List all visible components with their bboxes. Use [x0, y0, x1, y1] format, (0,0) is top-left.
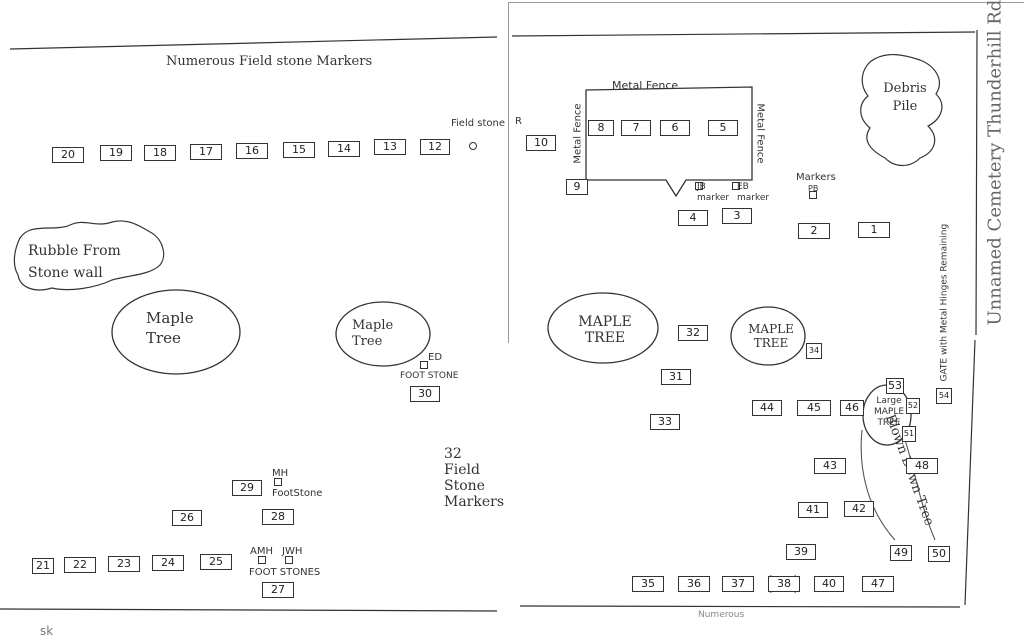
plot-39: 39	[786, 544, 816, 560]
fieldstone-marker	[469, 142, 477, 150]
plot-25: 25	[200, 554, 232, 570]
plot-28: 28	[262, 509, 294, 525]
plot-17: 17	[190, 144, 222, 160]
plot-41: 41	[798, 502, 828, 518]
footstone-label-2: FootStone	[272, 488, 323, 499]
plot-19: 19	[100, 145, 132, 161]
metal-fence-top: Metal Fence	[612, 79, 679, 92]
jb-marker-label: JB marker	[697, 182, 730, 203]
plot-34: 34	[806, 343, 822, 359]
plot-5: 5	[708, 120, 738, 136]
plot-32: 32	[678, 325, 708, 341]
eb-marker-square	[732, 182, 740, 190]
plot-48: 48	[906, 458, 938, 474]
plot-15: 15	[283, 142, 315, 158]
side-title: Unnamed Cemetery Thunderhill Rd	[984, 0, 1006, 326]
plot-37: 37	[722, 576, 754, 592]
clipped-r: R	[515, 116, 522, 127]
amh-marker	[258, 556, 266, 564]
plot-4: 4	[678, 210, 708, 226]
plot-53: 53	[886, 378, 904, 394]
markers-label: Markers	[796, 172, 836, 183]
plot-24: 24	[152, 555, 184, 571]
maple-tree-3: MAPLE TREE	[578, 314, 632, 346]
corner-mark: sk	[40, 624, 54, 638]
plot-46: 46	[840, 400, 864, 416]
mh-label: MH	[272, 468, 289, 479]
plot-35: 35	[632, 576, 664, 592]
plot-54: 54	[936, 388, 952, 404]
ed-label: ED	[428, 352, 443, 363]
plot-30: 30	[410, 386, 440, 402]
large-maple-label: Large MAPLE TREE	[873, 396, 905, 428]
footstones-label-3: FOOT STONES	[249, 567, 321, 578]
fieldstone-label: Field stone	[451, 118, 505, 129]
plot-31: 31	[661, 369, 691, 385]
plot-9: 9	[566, 179, 588, 195]
maple-tree-4: MAPLE TREE	[748, 322, 794, 350]
plot-23: 23	[108, 556, 140, 572]
mh-marker	[274, 478, 282, 486]
plot-33: 33	[650, 414, 680, 430]
jwh-marker	[285, 556, 293, 564]
plot-1: 1	[858, 222, 890, 238]
jwh-label: JWH	[282, 546, 303, 557]
pb-label: PB	[808, 184, 819, 193]
plot-43: 43	[814, 458, 846, 474]
plot-49: 49	[890, 545, 912, 561]
metal-fence-left: Metal Fence	[572, 103, 584, 164]
plot-44: 44	[752, 400, 782, 416]
ed-marker	[420, 361, 428, 369]
jb-marker-square	[695, 182, 703, 190]
plot-7: 7	[621, 120, 651, 136]
header-numerous-markers: Numerous Field stone Markers	[166, 54, 373, 69]
plot-22: 22	[64, 557, 96, 573]
plot-52: 52	[906, 398, 920, 414]
metal-fence-right: Metal Fence	[754, 103, 766, 164]
amh-label: AMH	[250, 546, 273, 557]
plot-42: 42	[844, 501, 874, 517]
plot-26: 26	[172, 510, 202, 526]
plot-16: 16	[236, 143, 268, 159]
maple-tree-2: Maple Tree	[352, 318, 394, 349]
debris-pile-label: Debris Pile	[883, 81, 927, 114]
pb-marker	[809, 191, 817, 199]
plot-2: 2	[798, 223, 830, 239]
plot-45: 45	[797, 400, 831, 416]
plot-50: 50	[928, 546, 950, 562]
left-upper-sheet	[0, 28, 500, 348]
plot-14: 14	[328, 141, 360, 157]
plot-3: 3	[722, 208, 752, 224]
eb-marker-label: EB marker	[737, 182, 770, 203]
footstone-label-1: FOOT STONE	[400, 371, 459, 381]
plot-36: 36	[678, 576, 710, 592]
plot-10: 10	[526, 135, 556, 151]
plot-27: 27	[262, 582, 294, 598]
plot-29: 29	[232, 480, 262, 496]
plot-13: 13	[374, 139, 406, 155]
plot-8: 8	[588, 120, 614, 136]
plot-12: 12	[420, 139, 450, 155]
plot-40: 40	[814, 576, 844, 592]
plot-6: 6	[660, 120, 690, 136]
plot-20: 20	[52, 147, 84, 163]
plot-21: 21	[32, 558, 54, 574]
plot-38: 38	[768, 576, 800, 592]
rubble-label: Rubble From Stone wall	[28, 243, 121, 281]
gate-label: GATE with Metal Hinges Remaining	[939, 223, 950, 382]
field-stone-markers-note: 32 Field Stone Markers	[444, 446, 505, 510]
right-upper-sheet	[508, 2, 1024, 343]
bottom-scribble: Numerous	[698, 610, 745, 620]
plot-47: 47	[862, 576, 894, 592]
maple-tree-1: Maple Tree	[146, 309, 194, 347]
plot-18: 18	[144, 145, 176, 161]
plot-51: 51	[902, 426, 916, 442]
